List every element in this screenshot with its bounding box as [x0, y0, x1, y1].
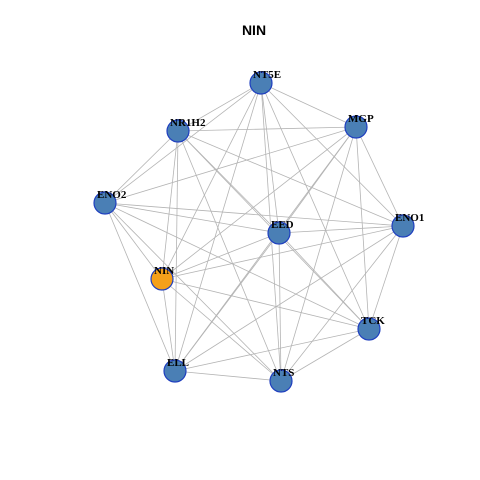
edge-nt5e-mgp	[260, 82, 357, 128]
edge-ell-nts	[174, 370, 282, 382]
edge-eno2-ell	[104, 202, 176, 372]
edge-mgp-nts	[280, 126, 357, 382]
node-ell[interactable]	[163, 359, 187, 383]
edge-eno2-tck	[104, 202, 370, 330]
edge-mgp-eno1	[355, 126, 404, 227]
edge-nt5e-nin	[161, 82, 262, 280]
node-eno2[interactable]	[93, 191, 117, 215]
edge-eno1-nin	[161, 225, 404, 280]
edge-nt5e-ell	[174, 82, 262, 372]
edge-nt5e-eno1	[260, 82, 404, 227]
edge-nin-nts	[161, 278, 282, 382]
edge-eno1-nts	[280, 225, 404, 382]
edge-tck-nts	[280, 328, 370, 382]
edge-eed-tck	[278, 232, 370, 330]
edge-eed-nin	[161, 232, 280, 280]
node-label-eed: EED	[271, 219, 294, 231]
edge-eed-nts	[278, 232, 282, 382]
edge-nr1h2-eno2	[104, 130, 179, 204]
node-mgp[interactable]	[344, 115, 368, 139]
edge-eno1-tck	[368, 225, 404, 330]
node-label-eno2: ENO2	[97, 189, 127, 201]
edge-nt5e-nr1h2	[177, 82, 262, 132]
edge-nr1h2-nin	[161, 130, 179, 280]
edges-layer	[104, 82, 404, 382]
node-nr1h2[interactable]	[166, 119, 190, 143]
node-label-nin: NIN	[154, 265, 174, 277]
node-label-tck: TCK	[361, 315, 385, 327]
node-tck[interactable]	[357, 317, 381, 341]
edge-eno2-eno1	[104, 202, 404, 227]
edge-nt5e-eed	[260, 82, 280, 234]
edge-nin-ell	[161, 278, 176, 372]
edge-eed-eno1	[278, 225, 404, 234]
edge-mgp-eno2	[104, 126, 357, 204]
edge-nr1h2-eno1	[177, 130, 404, 227]
edge-eno2-nin	[104, 202, 163, 280]
node-label-eno1: ENO1	[395, 212, 424, 224]
node-eed[interactable]	[267, 221, 291, 245]
node-nin[interactable]	[150, 267, 174, 291]
node-nts[interactable]	[269, 369, 293, 393]
node-nt5e[interactable]	[249, 71, 273, 95]
node-label-ell: ELL	[167, 357, 189, 369]
node-eno1[interactable]	[391, 214, 415, 238]
edge-nin-tck	[161, 278, 370, 330]
node-label-mgp: MGP	[348, 113, 374, 125]
node-label-nts: NTS	[273, 367, 294, 379]
edge-mgp-nr1h2	[177, 126, 357, 132]
diagram-title: NIN	[242, 22, 266, 38]
node-label-nt5e: NT5E	[253, 69, 281, 81]
edge-mgp-nin	[161, 126, 357, 280]
edge-eno2-nts	[104, 202, 282, 382]
edge-tck-ell	[174, 328, 370, 372]
edge-nr1h2-ell	[174, 130, 179, 372]
edge-eno2-eed	[104, 202, 280, 234]
edge-nr1h2-nts	[177, 130, 282, 382]
edge-nt5e-tck	[260, 82, 370, 330]
node-label-nr1h2: NR1H2	[170, 117, 206, 129]
nodes-layer	[93, 71, 415, 393]
edge-eno1-ell	[174, 225, 404, 372]
edge-eed-ell	[174, 232, 280, 372]
